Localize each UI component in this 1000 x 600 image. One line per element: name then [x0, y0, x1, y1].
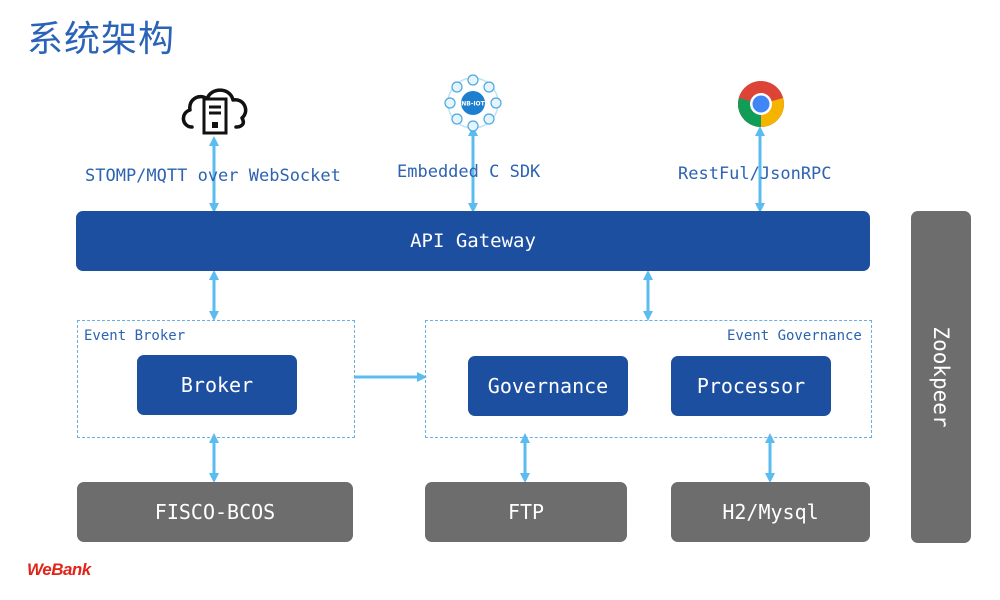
nb-iot-icon: NB-IOT: [444, 74, 502, 132]
processor-box: Processor: [671, 356, 831, 416]
ftp-box: FTP: [425, 482, 627, 542]
zookeeper-label: Zookpeer: [929, 326, 953, 428]
processor-label: Processor: [696, 374, 806, 398]
api-gateway-bar: API Gateway: [76, 211, 870, 271]
event-governance-group: [425, 320, 872, 438]
zookeeper-column: Zookpeer: [911, 211, 971, 543]
broker-box: Broker: [137, 355, 297, 415]
api-gateway-label: API Gateway: [410, 230, 536, 252]
h2-mysql-box: H2/Mysql: [671, 482, 870, 542]
cloud-server-icon: [178, 81, 252, 137]
governance-box: Governance: [468, 356, 628, 416]
protocol-label-websocket: STOMP/MQTT over WebSocket: [85, 166, 341, 186]
broker-label: Broker: [180, 373, 254, 397]
h2-mysql-label: H2/Mysql: [722, 500, 819, 524]
protocol-label-sdk: Embedded C SDK: [397, 162, 541, 182]
fisco-bcos-label: FISCO-BCOS: [154, 500, 276, 524]
nb-iot-label: NB-IOT: [461, 101, 485, 108]
chrome-browser-icon: [736, 79, 786, 129]
webank-logo: WeBank: [27, 560, 91, 579]
event-broker-group: [77, 320, 355, 438]
fisco-bcos-box: FISCO-BCOS: [77, 482, 353, 542]
governance-label: Governance: [487, 374, 609, 398]
page-title: 系统架构: [27, 19, 176, 60]
ftp-label: FTP: [507, 500, 545, 524]
event-broker-group-label: Event Broker: [84, 328, 186, 344]
event-governance-group-label: Event Governance: [727, 328, 862, 344]
protocol-label-rest: RestFul/JsonRPC: [678, 164, 832, 184]
